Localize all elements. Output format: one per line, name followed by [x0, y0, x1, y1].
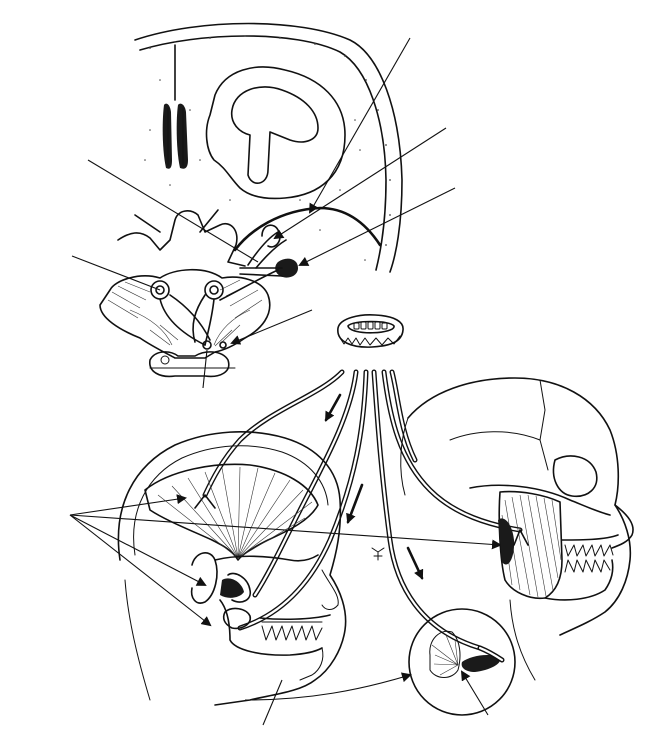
leader-top-3 — [298, 187, 456, 266]
skull-inner-outline — [139, 35, 387, 271]
neck-line — [124, 579, 151, 701]
pons-hatching — [107, 279, 263, 347]
neck-right — [509, 599, 536, 681]
axial-slice — [337, 314, 404, 348]
leader-top-2 — [273, 127, 447, 240]
nerve-bundle — [202, 369, 523, 651]
skull-with-masseter — [400, 377, 634, 681]
cranium-outline — [407, 377, 634, 549]
tract-to-ganglion — [219, 269, 279, 301]
small-ganglion — [371, 547, 385, 561]
mandible-right — [544, 559, 614, 601]
flow-arrow-1 — [324, 393, 342, 422]
nerve-stub — [239, 267, 283, 277]
head-outline — [117, 431, 347, 706]
superior-sagittal-sinus-left — [162, 103, 172, 169]
pons-outline — [99, 268, 271, 359]
dissected-head-lateral-view — [69, 431, 502, 726]
skull-stipple — [144, 35, 391, 261]
lower-teeth — [261, 621, 323, 641]
head-inner-outline — [133, 445, 329, 556]
leader-left-origin-2 — [69, 514, 502, 550]
axial-slice-teeth — [353, 321, 388, 330]
leader-top-4 — [87, 159, 259, 263]
medulla — [149, 351, 230, 378]
leader-top-5 — [71, 255, 161, 291]
maxilla-right — [561, 534, 619, 541]
inset-fibers — [431, 634, 459, 676]
maxilla — [259, 614, 331, 621]
leader-left-origin-4 — [69, 514, 212, 627]
trigeminal-ganglion — [275, 258, 298, 278]
axial-slice-ridge — [339, 335, 401, 346]
temporalis-muscle — [144, 463, 319, 561]
ear — [190, 552, 218, 604]
pterygoid-detail — [222, 607, 252, 630]
masseter-shadow — [498, 518, 515, 565]
orbit — [552, 455, 598, 497]
squamous-suture — [449, 431, 541, 441]
tract-cross — [169, 294, 211, 343]
temporalis-fibers — [157, 466, 313, 559]
leader-left-origin-3 — [69, 514, 207, 586]
zygomatic-arch — [214, 554, 319, 562]
zygoma — [469, 484, 611, 516]
brain-lobe — [205, 66, 346, 200]
leader-mandible-to-inset — [244, 672, 412, 701]
motor-nucleus — [202, 340, 212, 350]
motor-nucleus-2 — [219, 341, 227, 349]
face-profile — [559, 504, 632, 636]
sphenoid-wing — [134, 209, 219, 233]
masseter-nerve-fork — [513, 529, 529, 546]
leader-left-origin-1 — [69, 494, 187, 516]
tract-left — [159, 298, 206, 346]
nucleus-right-core — [209, 285, 219, 295]
leader-top-1 — [309, 37, 411, 214]
inset-endplate — [461, 655, 501, 672]
magnified-inset-circle — [244, 608, 516, 716]
temporalis-nerve-fork — [194, 494, 216, 509]
medulla-nucleus — [160, 355, 170, 365]
coronal-suture — [539, 379, 549, 471]
inset-circle-border — [408, 608, 516, 716]
masseter-cut — [220, 578, 244, 598]
skull-occipital — [400, 417, 409, 496]
skull-base — [117, 210, 246, 267]
mandible — [219, 599, 323, 656]
axial-slice-inner — [347, 320, 395, 334]
chin-profile — [299, 647, 324, 681]
lower-teeth-right — [564, 559, 611, 573]
flow-arrow-3 — [406, 546, 424, 580]
leader-inset — [460, 670, 489, 716]
leader-top-6 — [230, 309, 313, 345]
leader-bottom-1 — [262, 679, 283, 726]
upper-teeth-right — [564, 544, 614, 557]
coronoid-process — [227, 572, 252, 603]
falx-lines — [167, 107, 184, 166]
nucleus-left-core — [155, 285, 165, 295]
flow-arrows — [324, 393, 424, 580]
skull-outline — [134, 22, 403, 273]
tentorium-arc — [233, 206, 382, 252]
ventricle — [230, 86, 319, 184]
inset-muscle-fan — [429, 630, 461, 678]
nose-profile — [321, 569, 339, 610]
leader-top-7 — [202, 349, 208, 389]
coronal-brain-section — [71, 22, 456, 389]
superior-sagittal-sinus-right — [176, 103, 188, 169]
flow-arrow-2 — [346, 483, 364, 524]
